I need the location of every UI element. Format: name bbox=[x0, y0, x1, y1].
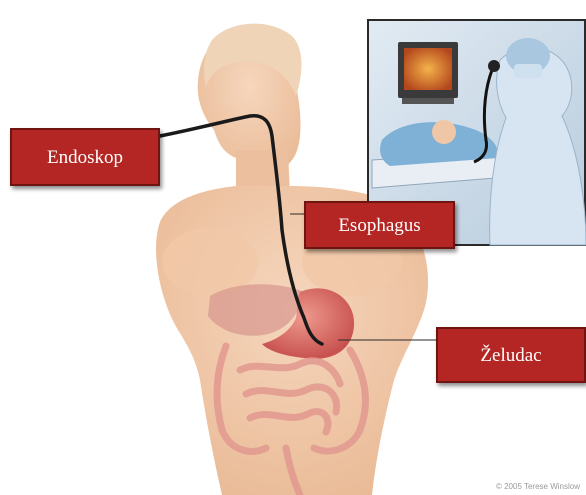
esophagus-label: Esophagus bbox=[304, 201, 455, 249]
copyright-credit: © 2005 Terese Winslow bbox=[496, 482, 580, 491]
patient-head bbox=[432, 120, 456, 144]
monitor bbox=[398, 42, 458, 104]
endoscope-label: Endoskop bbox=[10, 128, 160, 186]
stomach-label: Želudac bbox=[436, 327, 586, 383]
